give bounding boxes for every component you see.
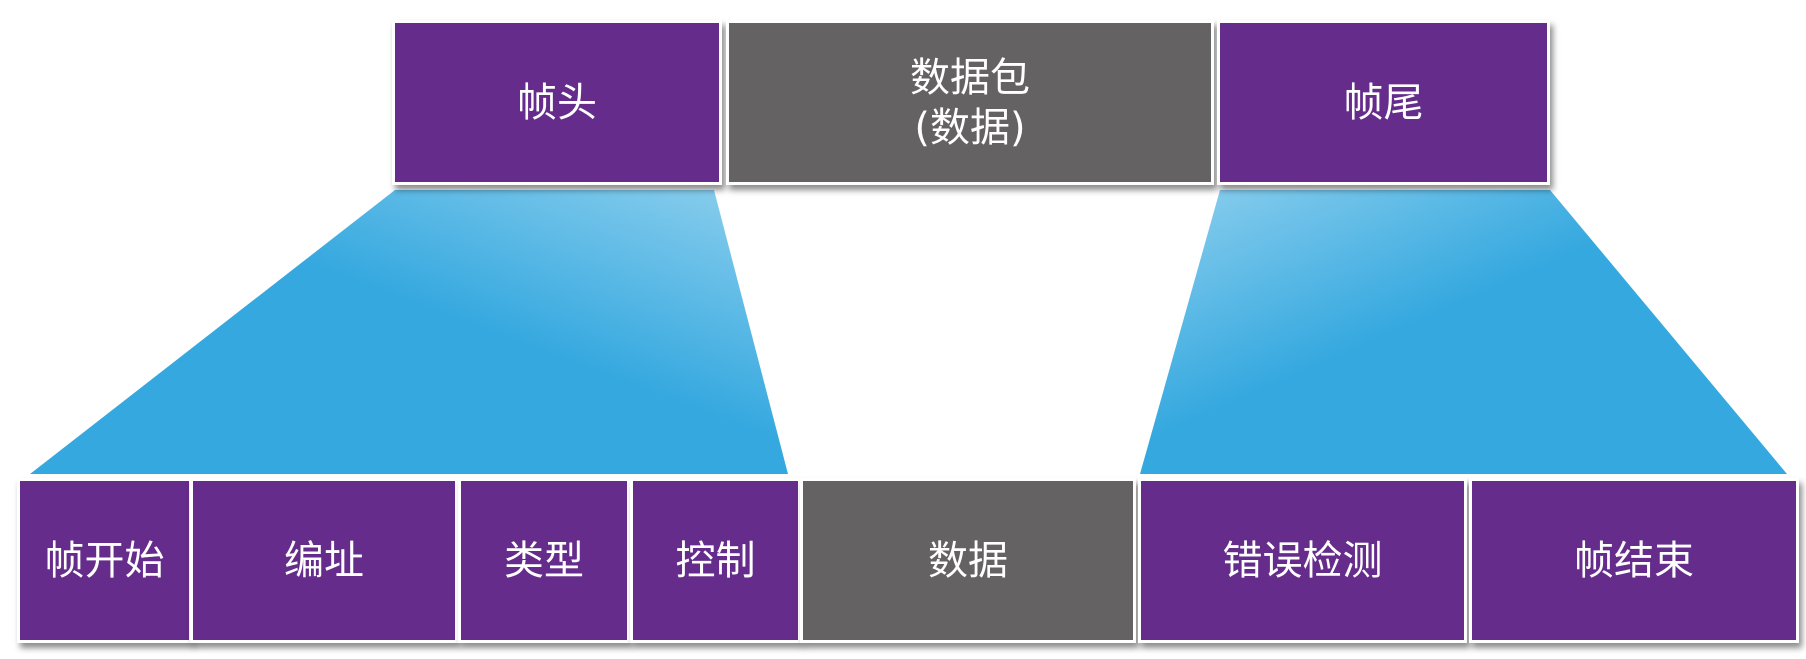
frame-end-label: 帧结束 — [1574, 537, 1694, 584]
addressing-box: 编址 — [190, 478, 458, 643]
packet-box: 数据包 (数据) — [726, 20, 1214, 185]
error-detection-label: 错误检测 — [1222, 537, 1383, 584]
error-detection-box: 错误检测 — [1138, 478, 1467, 643]
frame-trailer-label: 帧尾 — [1343, 79, 1424, 126]
packet-label: 数据包 (数据) — [910, 54, 1030, 151]
trailer-expansion-wedge — [1140, 190, 1787, 474]
type-label: 类型 — [504, 537, 584, 584]
addressing-label: 编址 — [284, 537, 364, 584]
frame-header-label: 帧头 — [517, 79, 597, 126]
frame-start-label: 帧开始 — [44, 537, 165, 584]
type-box: 类型 — [458, 478, 630, 643]
frame-header-box: 帧头 — [392, 20, 722, 185]
frame-start-box: 帧开始 — [17, 478, 192, 643]
control-box: 控制 — [630, 478, 801, 643]
data-label: 数据 — [928, 537, 1008, 584]
frame-end-box: 帧结束 — [1469, 478, 1799, 643]
control-label: 控制 — [675, 537, 756, 584]
frame-trailer-box: 帧尾 — [1217, 20, 1550, 185]
header-expansion-wedge — [30, 190, 788, 474]
data-box: 数据 — [800, 478, 1136, 643]
